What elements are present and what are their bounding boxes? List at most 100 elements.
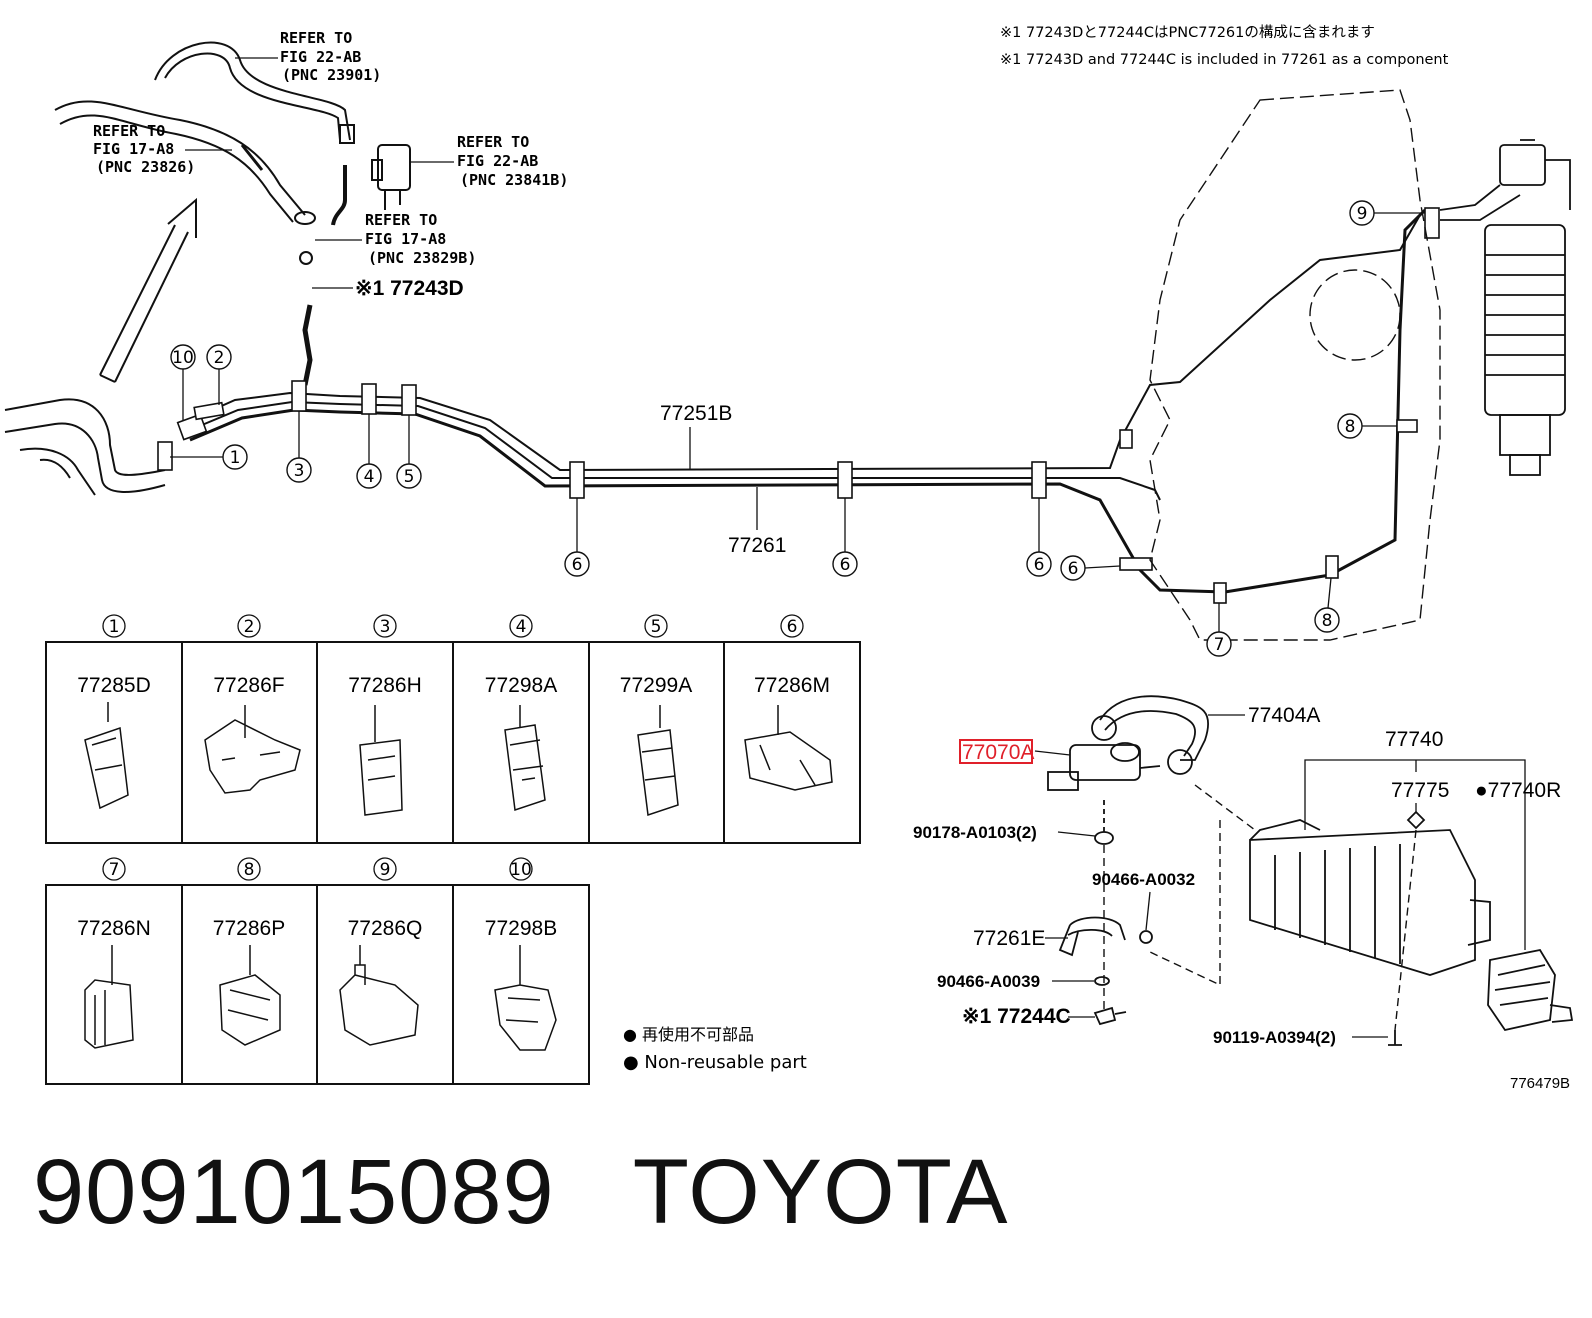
label-77740: 77740 [1304,728,1526,950]
svg-text:5: 5 [404,467,415,487]
label-77244C: ※1 77244C [962,1005,1095,1028]
canister-detail-drawing [1047,695,1574,1046]
svg-text:(PNC 23841B): (PNC 23841B) [460,171,568,189]
svg-text:6: 6 [840,555,851,575]
svg-text:8: 8 [244,860,255,880]
canister-upper [1439,139,1571,476]
svg-text:77261: 77261 [728,534,786,557]
note-en: ※1 77243D and 77244C is included in 7726… [1000,52,1449,68]
clip-cell-1: 1 77285D [77,614,151,697]
svg-text:77286Q: 77286Q [348,917,423,940]
figure-id: 776479B [1510,1075,1570,1092]
svg-text:3: 3 [380,617,391,637]
svg-text:77775: 77775 [1391,779,1449,802]
svg-text:77286M: 77286M [754,674,830,697]
svg-text:77261E: 77261E [973,927,1045,950]
svg-text:2: 2 [214,348,225,368]
clip-table-2: 7 77286N 8 77286P 9 77286Q 10 77298B [45,857,590,1085]
svg-text:77298A: 77298A [485,674,557,697]
svg-text:3: 3 [294,461,305,481]
svg-text:90119-A0394(2): 90119-A0394(2) [1213,1028,1336,1047]
label-77404A: 77404A [1208,704,1320,727]
svg-text:10: 10 [172,348,194,368]
svg-text:5: 5 [651,617,662,637]
label-77740R: ●77740R [1475,779,1561,802]
legend: ● 再使用不可部品 ● Non-reusable part [623,1025,807,1073]
refer-label-2: REFER TO FIG 17-A8 (PNC 23826) [93,122,232,176]
svg-text:8: 8 [1345,417,1356,437]
svg-text:10: 10 [510,860,532,880]
clip-cell-3: 3 77286H [348,614,422,697]
svg-text:2: 2 [244,617,255,637]
svg-text:● 再使用不可部品: ● 再使用不可部品 [623,1025,754,1044]
clip-cell-9: 9 77286Q [348,857,423,940]
svg-text:6: 6 [572,555,583,575]
dashed-connections [1103,784,1417,1031]
clip-cell-2: 2 77286F [213,614,285,697]
clip-cell-7: 7 77286N [77,857,151,940]
svg-text:8: 8 [1322,611,1333,631]
svg-text:9: 9 [380,860,391,880]
svg-text:FIG 22-AB: FIG 22-AB [280,48,361,66]
label-77261E: 77261E [973,927,1068,950]
clip-table-1: 1 77285D 2 77286F 3 77286H 4 77298A 5 77… [45,614,861,844]
svg-text:77286F: 77286F [213,674,284,697]
svg-text:REFER TO: REFER TO [365,211,437,229]
footer-part-number: 9091015089 [33,1141,555,1243]
fuel-tank-outline [1149,89,1441,641]
svg-text:(PNC 23826): (PNC 23826) [96,158,195,176]
svg-text:REFER TO: REFER TO [93,122,165,140]
svg-text:REFER TO: REFER TO [280,29,352,47]
svg-text:● Non-reusable part: ● Non-reusable part [623,1052,807,1073]
label-90119: 90119-A0394(2) [1213,1028,1388,1047]
detail-labels: 77404A 77070A 77740 77775 ●77740R 90178-… [913,704,1570,1092]
svg-text:77070A: 77070A [962,741,1034,764]
label-90466-A0032: 90466-A0032 [1092,870,1195,931]
svg-text:77404A: 77404A [1248,704,1320,727]
svg-text:6: 6 [1034,555,1045,575]
svg-text:(PNC 23901): (PNC 23901) [282,66,381,84]
footer-caption: 9091015089 TOYOTA [33,1140,1008,1245]
label-77243D: ※1 77243D [312,277,464,300]
svg-text:90466-A0039: 90466-A0039 [937,972,1040,991]
svg-text:90466-A0032: 90466-A0032 [1092,870,1195,889]
svg-text:4: 4 [364,467,375,487]
label-90178: 90178-A0103(2) [913,823,1096,842]
svg-text:77299A: 77299A [620,674,692,697]
svg-text:FIG 17-A8: FIG 17-A8 [93,140,174,158]
svg-text:77251B: 77251B [660,402,732,425]
svg-text:REFER TO: REFER TO [457,133,529,151]
svg-text:※1 77244C: ※1 77244C [962,1005,1071,1028]
svg-text:FIG 22-AB: FIG 22-AB [457,152,538,170]
svg-text:1: 1 [109,617,120,637]
svg-text:6: 6 [1068,559,1079,579]
refer-label-1: REFER TO FIG 22-AB (PNC 23901) [235,29,381,84]
svg-text:7: 7 [1214,635,1225,655]
note-jp: ※1 77243Dと77244CはPNC77261の構成に含まれます [1000,24,1375,41]
label-90466-A0039: 90466-A0039 [937,972,1094,991]
refer-label-4: REFER TO FIG 17-A8 (PNC 23829B) [315,211,476,267]
svg-text:※1 77243D: ※1 77243D [355,277,464,300]
clip-cell-8: 8 77286P [213,857,285,940]
refer-label-3: REFER TO FIG 22-AB (PNC 23841B) [410,133,568,189]
svg-text:(PNC 23829B): (PNC 23829B) [368,249,476,267]
svg-text:1: 1 [230,448,241,468]
svg-text:FIG 17-A8: FIG 17-A8 [365,230,446,248]
svg-text:77298B: 77298B [485,917,557,940]
line-label-77261: 77261 [728,487,786,557]
svg-text:77285D: 77285D [77,674,151,697]
svg-text:9: 9 [1357,204,1368,224]
svg-text:4: 4 [516,617,527,637]
svg-text:77740: 77740 [1385,728,1443,751]
clip-cell-4: 4 77298A [485,614,557,697]
label-77070A-highlighted: 77070A [959,739,1071,764]
svg-text:77286N: 77286N [77,917,151,940]
clip-cell-10: 10 77298B [485,857,557,940]
footer-brand: TOYOTA [632,1141,1009,1243]
filler-hoses [4,41,351,496]
svg-text:●77740R: ●77740R [1475,779,1561,802]
svg-text:90178-A0103(2): 90178-A0103(2) [913,823,1037,842]
diagram-callouts: 10 2 1 3 4 5 6 6 6 6 7 [170,200,1425,657]
clip-cell-5: 5 77299A [620,614,692,697]
